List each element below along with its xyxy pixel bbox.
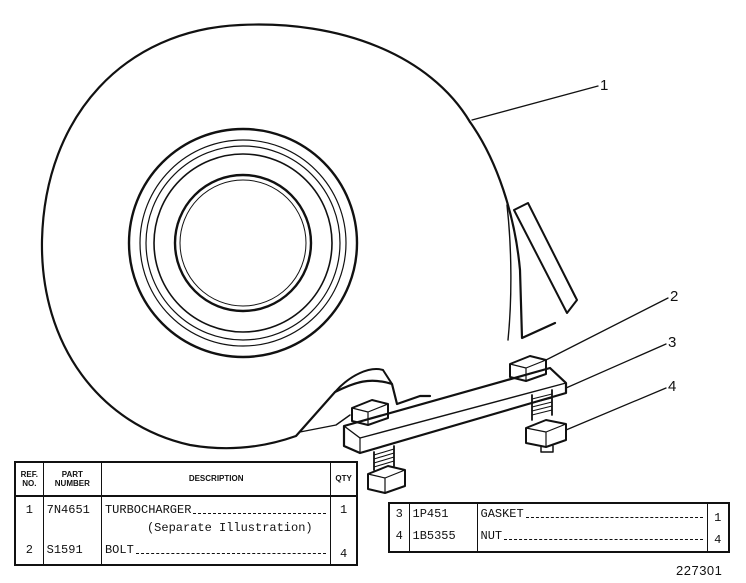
inlet-ring-3	[145, 145, 341, 341]
bolt-thread-left	[373, 445, 395, 471]
drawing-number: 227301	[676, 563, 723, 578]
row-ref: 3	[389, 503, 410, 529]
row-description-text: GASKET	[480, 507, 524, 521]
table-row: 3 1P451 GASKET 1	[389, 503, 729, 529]
inlet-ring-outer	[127, 127, 359, 359]
table-row: 2 S1591 BOLT 4	[15, 543, 357, 565]
inlet-ring-2	[139, 139, 347, 347]
leader-3	[565, 343, 667, 389]
parts-table-left: REF. NO. PART NUMBER DESCRIPTION QTY 1 7…	[14, 461, 358, 566]
housing-outline	[40, 23, 472, 450]
row-qty: 1	[714, 511, 722, 525]
row-description: NUT	[477, 529, 708, 552]
nut-right	[525, 419, 567, 453]
bolt-thread-right	[531, 389, 553, 421]
row-description-text: TURBOCHARGER	[104, 503, 192, 517]
row-description-text: NUT	[480, 529, 503, 543]
header-part-number: PART NUMBER	[43, 462, 102, 497]
row-qty: 1	[340, 503, 348, 517]
row-description: TURBOCHARGER (Separate Illustration)	[101, 496, 332, 543]
nut-left	[367, 465, 406, 494]
housing-right-flank	[468, 120, 557, 340]
bolt-head-left	[351, 399, 389, 426]
housing-rear-line	[506, 204, 512, 341]
outlet-flange	[513, 202, 578, 314]
leader-1	[471, 85, 599, 121]
row-part-number: 7N4651	[43, 496, 102, 543]
inlet-bore	[173, 173, 313, 313]
header-ref-no: REF. NO.	[15, 462, 44, 497]
row-qty: 4	[340, 547, 348, 561]
row-qty: 4	[714, 533, 722, 547]
callout-2: 2	[670, 288, 679, 305]
row-description-text: BOLT	[104, 543, 134, 557]
mounting-foot	[334, 368, 393, 393]
table-row: 4 1B5355 NUT 4	[389, 529, 729, 552]
row-ref: 2	[15, 543, 44, 565]
gasket-plate	[342, 366, 568, 455]
callout-1: 1	[600, 77, 609, 94]
row-part-number: 1B5355	[409, 529, 478, 552]
row-ref: 1	[15, 496, 44, 543]
parts-table-right: 3 1P451 GASKET 1 4 1B5355 NUT 4	[388, 502, 730, 553]
row-part-number: S1591	[43, 543, 102, 565]
header-qty: QTY	[330, 462, 357, 497]
callout-3: 3	[668, 334, 677, 351]
row-description: GASKET	[477, 503, 708, 529]
row-description-subtext: (Separate Illustration)	[146, 521, 313, 535]
callout-4: 4	[668, 378, 677, 395]
leader-4	[565, 387, 667, 431]
bolt-head-right	[509, 355, 547, 382]
row-part-number: 1P451	[409, 503, 478, 529]
header-description: DESCRIPTION	[101, 462, 332, 497]
row-description: BOLT	[101, 543, 332, 565]
table-row: 1 7N4651 TURBOCHARGER (Separate Illustra…	[15, 496, 357, 543]
parts-table-header: REF. NO. PART NUMBER DESCRIPTION QTY	[15, 462, 357, 497]
row-ref: 4	[389, 529, 410, 552]
inlet-ring-4	[153, 153, 333, 333]
leader-2	[545, 297, 669, 361]
